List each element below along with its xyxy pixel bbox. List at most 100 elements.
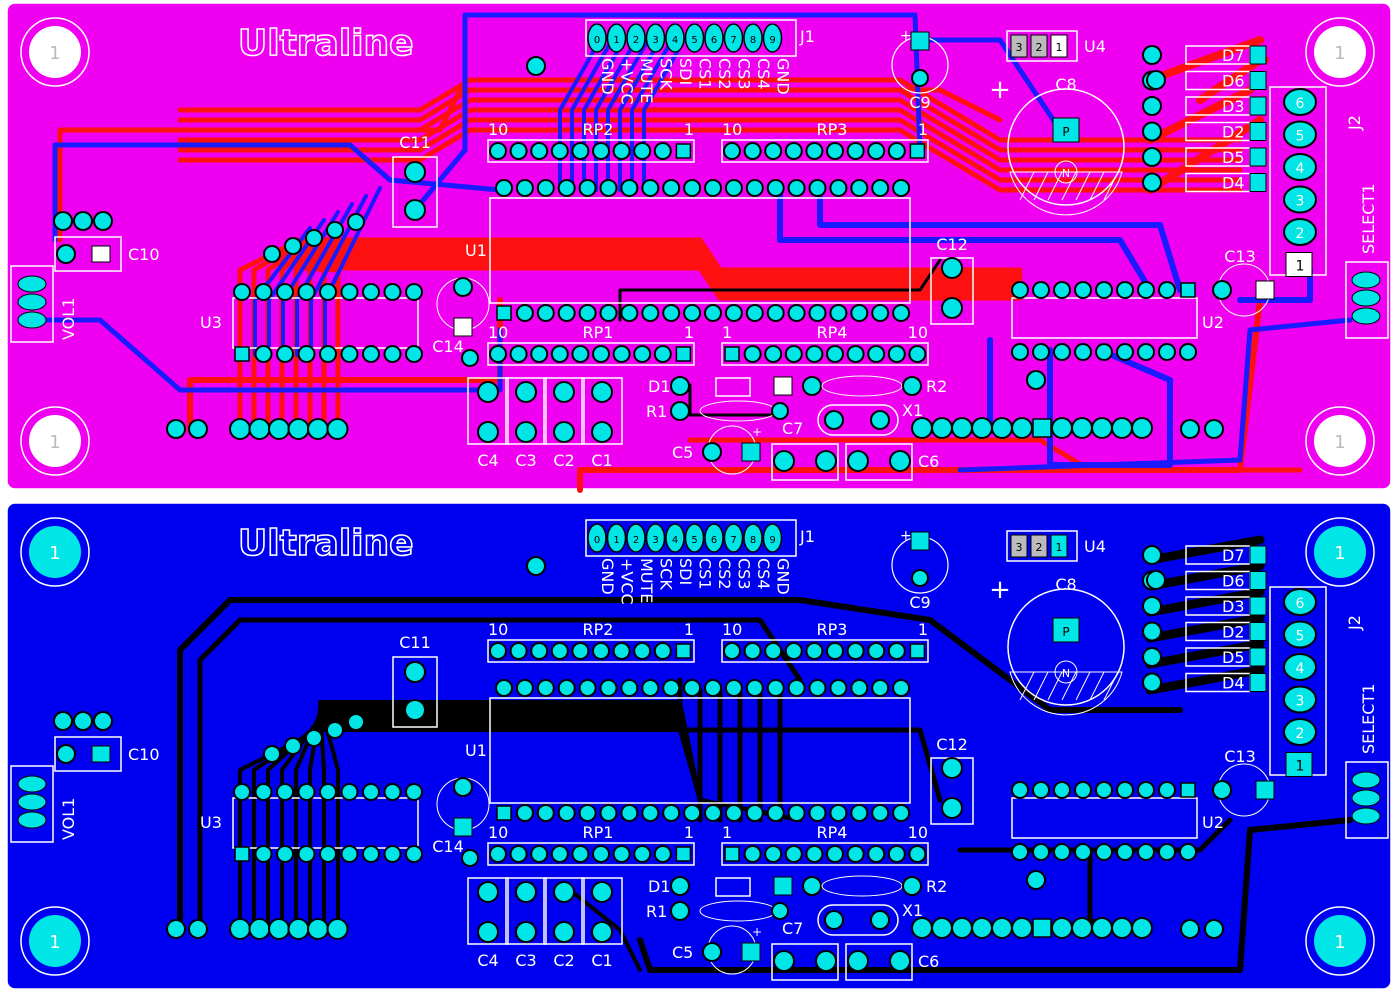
resistor-pack-label: RP4 — [817, 323, 848, 342]
round-pad — [190, 421, 206, 437]
round-pad — [479, 423, 497, 441]
round-pad — [706, 681, 720, 695]
round-pad — [745, 847, 760, 861]
round-pad — [55, 213, 71, 229]
round-pad — [1144, 547, 1160, 563]
c9-plus: + — [900, 528, 912, 544]
round-pad — [1013, 345, 1027, 359]
round-pad — [517, 383, 535, 401]
round-pad — [655, 347, 670, 361]
round-pad — [894, 681, 909, 695]
round-pad — [256, 285, 271, 299]
c13-pad — [1255, 280, 1275, 300]
round-pad — [889, 644, 904, 658]
c6-label: C6 — [918, 452, 939, 471]
capacitor-outline — [543, 877, 585, 945]
u1-outline — [489, 197, 911, 304]
diode-pad — [1249, 122, 1267, 141]
select1-label: SELECT1 — [1359, 184, 1378, 254]
c6-outline — [845, 443, 913, 481]
round-pad — [1034, 845, 1048, 859]
j1-pin-label: GND — [774, 558, 793, 595]
round-pad — [807, 347, 822, 361]
c11-outline — [392, 156, 438, 228]
mounting-hole-ring — [20, 406, 90, 476]
round-pad — [943, 759, 961, 777]
c8-hatch — [1075, 671, 1091, 701]
round-pad — [1214, 782, 1230, 798]
blue-trace — [309, 194, 368, 357]
mounting-hole — [29, 915, 81, 967]
j2-pin-number: 3 — [1296, 194, 1305, 210]
diode-pad — [1249, 45, 1267, 65]
round-pad — [804, 378, 820, 394]
round-pad — [1118, 283, 1132, 297]
round-pad — [1013, 845, 1027, 859]
round-pad — [1034, 345, 1048, 359]
j1-pin — [684, 23, 705, 53]
round-pad — [807, 644, 822, 658]
select1-pin — [1351, 807, 1381, 825]
c8-hatch — [1061, 171, 1077, 201]
select1-pin — [1351, 307, 1381, 325]
round-pad — [664, 181, 679, 195]
j1-pin-label: +VCC — [618, 558, 637, 605]
square-pad — [234, 846, 250, 862]
red-trace — [57, 87, 1003, 243]
capacitor-label: C1 — [591, 951, 612, 970]
round-pad — [555, 383, 573, 401]
diode-label: D5 — [1222, 148, 1245, 167]
round-pad — [532, 347, 547, 361]
round-pad — [517, 681, 532, 695]
round-pad — [538, 806, 553, 820]
round-pad — [328, 420, 347, 438]
resistor-pack-label: RP2 — [583, 620, 614, 639]
mounting-hole — [1314, 526, 1366, 578]
round-pad — [1206, 921, 1222, 937]
j1-outline — [585, 19, 797, 57]
j2-pin-number: 1 — [1296, 259, 1305, 275]
round-pad — [894, 306, 909, 320]
j1-pin-number: 1 — [613, 535, 619, 546]
c5-label: C5 — [672, 443, 693, 462]
black-trace — [1145, 587, 1265, 617]
j1-pin-label: MUTE — [637, 58, 656, 103]
round-pad — [1214, 282, 1230, 298]
j1-pin-number: 9 — [769, 535, 775, 546]
diode-pad — [1249, 545, 1267, 565]
round-pad — [768, 806, 783, 820]
resistor-pack-label: RP1 — [583, 823, 614, 842]
round-pad — [894, 806, 909, 820]
diode-pad — [1249, 622, 1267, 641]
select1-pin — [1351, 271, 1381, 289]
round-pad — [1053, 419, 1071, 437]
round-pad — [747, 806, 762, 820]
mounting-hole-ring — [1305, 906, 1375, 976]
blue-trace — [582, 38, 626, 192]
blue-trace — [594, 38, 638, 192]
round-pad — [943, 299, 961, 317]
rp-pin-number: 1 — [684, 323, 694, 342]
round-pad — [1076, 845, 1090, 859]
round-pad — [1055, 783, 1069, 797]
round-pad — [58, 746, 74, 762]
round-pad — [580, 681, 595, 695]
round-pad — [511, 347, 526, 361]
round-pad — [747, 181, 762, 195]
round-pad — [1013, 783, 1027, 797]
resistor-pack-label: RP3 — [817, 120, 848, 139]
round-pad — [463, 851, 477, 865]
square-pad — [724, 846, 740, 862]
r1-label: R1 — [646, 402, 667, 421]
round-pad — [685, 181, 700, 195]
j1-pin-label: CS4 — [754, 58, 773, 90]
j1-pin — [645, 23, 666, 53]
round-pad — [973, 419, 991, 437]
round-pad — [664, 681, 679, 695]
round-pad — [406, 663, 424, 681]
round-pad — [559, 181, 574, 195]
rp-pin-number: 10 — [908, 323, 928, 342]
capacitor-outline — [467, 377, 509, 445]
round-pad — [491, 644, 505, 658]
